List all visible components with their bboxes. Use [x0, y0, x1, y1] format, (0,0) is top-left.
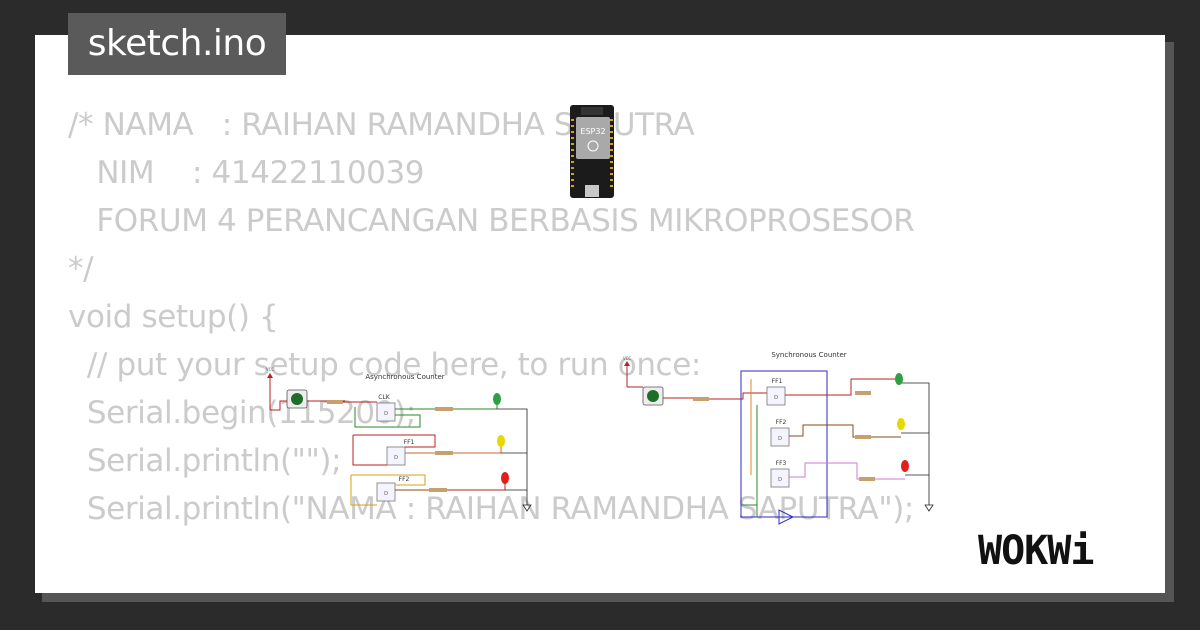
- code-line: Serial.begin(115200);: [68, 395, 416, 431]
- sync-led-green: [895, 373, 903, 385]
- sync-ff3-pin: D: [778, 477, 782, 483]
- async-ff1-pin: D: [394, 455, 398, 461]
- async-ff2: D FF2: [376, 476, 410, 502]
- esp32-label: ESP32: [580, 127, 605, 136]
- async-ff2-label: FF2: [399, 476, 410, 483]
- async-vcc-label: VCC: [266, 367, 275, 372]
- file-name-tag: sketch.ino: [68, 13, 286, 75]
- async-ff-clk-label: CLK: [378, 394, 391, 401]
- async-ff-clk: D CLK: [376, 394, 396, 422]
- sync-ff2-label: FF2: [776, 419, 787, 426]
- async-led-yellow: [497, 435, 505, 447]
- code-line: NIM : 41422110039: [68, 155, 425, 191]
- code-line: */: [68, 251, 94, 287]
- code-line: Serial.println("");: [68, 443, 342, 479]
- code-line: // put your setup code here, to run once…: [68, 347, 701, 383]
- circuit-diagram: ESP32 Asynchronous Counter VCC: [266, 105, 934, 525]
- wokwi-logo: WOKWi: [978, 528, 1094, 574]
- sync-ff1-pin: D: [774, 395, 778, 401]
- sync-ff3-label: FF3: [776, 460, 787, 467]
- async-counter-schematic: Asynchronous Counter VCC D CLK D FF1: [266, 367, 532, 512]
- sync-vcc-label: VCC: [623, 356, 632, 361]
- async-pushbutton: [286, 389, 308, 409]
- sync-ff2-pin: D: [778, 436, 782, 442]
- esp32-board: ESP32: [570, 105, 614, 198]
- async-ff-clk-pin: D: [384, 411, 388, 417]
- sync-ff1-label: FF1: [772, 378, 783, 385]
- code-line: /* NAMA : RAIHAN RAMANDHA SAPUTRA: [68, 107, 695, 143]
- async-counter-title: Asynchronous Counter: [365, 373, 444, 381]
- async-ff1: D FF1: [386, 439, 415, 466]
- preview-card: /* NAMA : RAIHAN RAMANDHA SAPUTRA NIM : …: [35, 35, 1165, 593]
- sync-pushbutton: [642, 386, 664, 406]
- sync-ff2: D FF2: [770, 419, 790, 447]
- sync-counter-schematic: Synchronous Counter VCC D FF1 D: [623, 351, 934, 525]
- code-preview: /* NAMA : RAIHAN RAMANDHA SAPUTRA NIM : …: [68, 101, 915, 533]
- async-ff1-label: FF1: [404, 439, 415, 446]
- code-line: Serial.println("NAMA : RAIHAN RAMANDHA S…: [68, 491, 914, 527]
- sync-ff3: D FF3: [770, 460, 790, 488]
- code-line: FORUM 4 PERANCANGAN BERBASIS MIKROPROSES…: [68, 203, 915, 239]
- sync-counter-title: Synchronous Counter: [771, 351, 846, 359]
- async-led-green: [493, 393, 501, 405]
- code-line: void setup() {: [68, 299, 279, 335]
- sync-led-yellow: [897, 418, 905, 430]
- async-ff2-pin: D: [384, 491, 388, 497]
- async-led-red: [501, 472, 509, 484]
- sync-ff1: D FF1: [766, 378, 786, 406]
- sync-led-red: [901, 460, 909, 472]
